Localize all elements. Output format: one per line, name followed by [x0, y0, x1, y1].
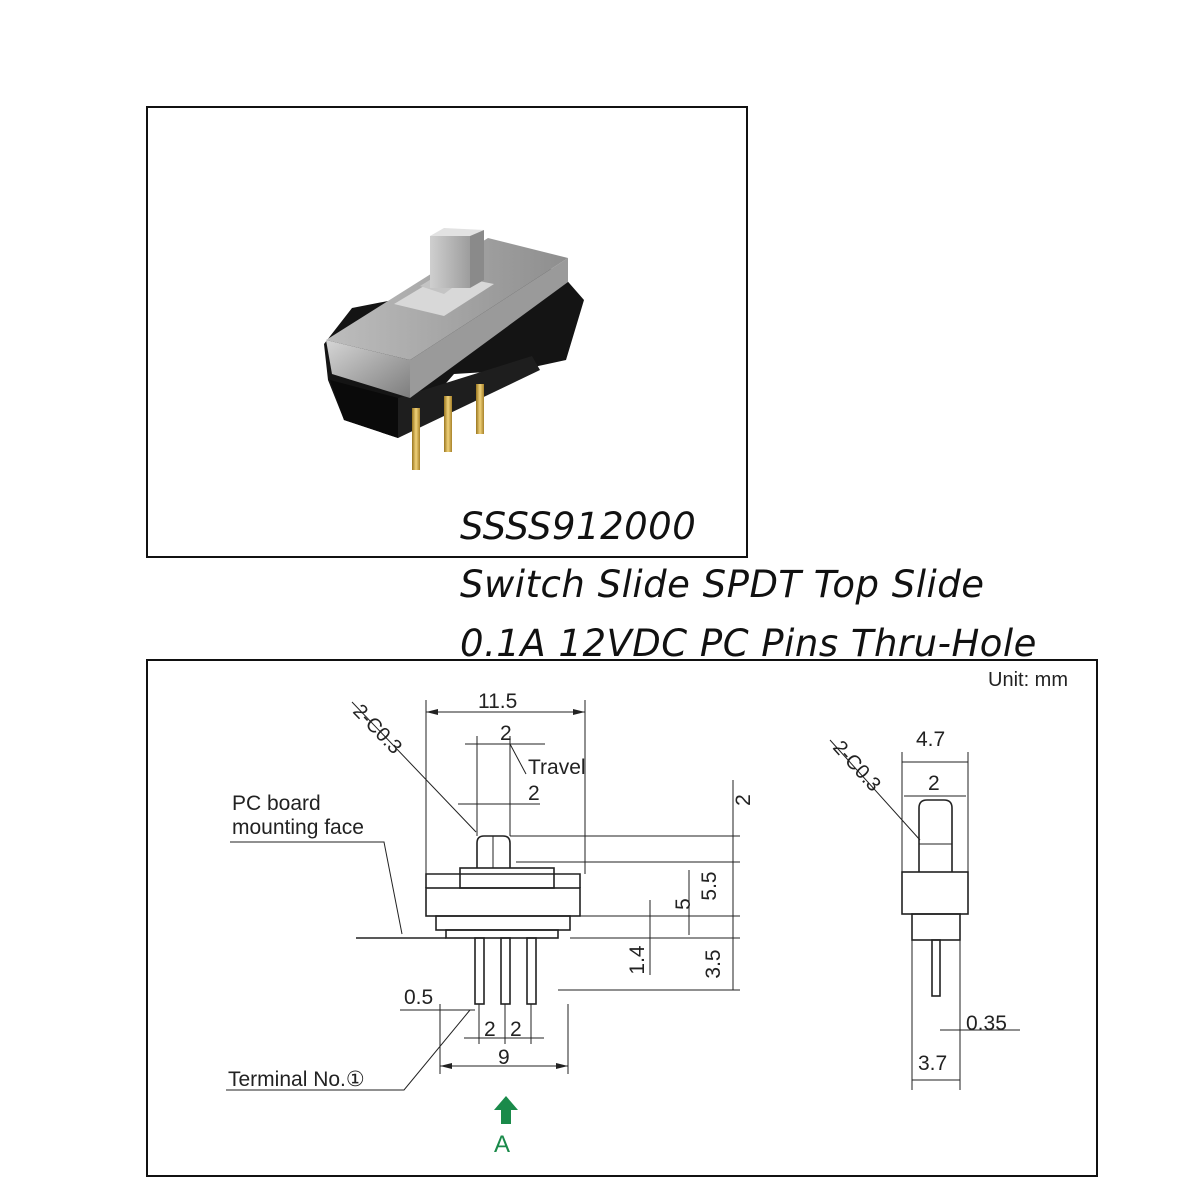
dim-knob-height: 2: [732, 794, 755, 806]
slide-knob: [430, 236, 470, 288]
slot-cover: [459, 867, 555, 889]
travel-label: Travel: [528, 756, 586, 779]
view-arrow-label: A: [494, 1131, 510, 1158]
pin-3: [476, 384, 484, 434]
dim-pitch-1: 2: [484, 1018, 496, 1041]
chamfer-leader-front: [351, 701, 477, 833]
terminal-leader: [226, 1009, 471, 1091]
dim-pin-thickness: 0.35: [966, 1012, 1007, 1035]
part-number: SSSS912000: [460, 505, 697, 548]
front-pin-2: [500, 937, 511, 1005]
product-photo-frame: [146, 106, 748, 558]
front-body: [425, 887, 581, 917]
body-top: [425, 873, 581, 888]
front-base-lower: [445, 929, 559, 939]
dim-pin-width: 0.5: [404, 986, 433, 1009]
product-photo: [324, 228, 584, 470]
dim-knob-travel: 2: [528, 782, 540, 805]
chamfer-leader-side: [829, 739, 921, 841]
pc-board-leader: [230, 841, 403, 935]
housing-side-face: [398, 356, 540, 438]
front-pin-3: [526, 937, 537, 1005]
dim-total-width: 11.5: [478, 690, 517, 713]
unit-label: Unit: mm: [988, 669, 1068, 691]
knob-top: [430, 228, 484, 236]
dim-side-width: 4.7: [916, 728, 945, 751]
view-arrow-icon: [494, 1096, 518, 1124]
dim-overall-height: 5.5: [698, 871, 721, 900]
front-pin-1: [474, 937, 485, 1005]
product-description-line2: 0.1A 12VDC PC Pins Thru-Hole: [460, 622, 1037, 665]
side-body: [901, 871, 969, 915]
chamfer-front-label: 2-C0.3: [348, 700, 406, 758]
housing-front-face: [330, 380, 398, 438]
pc-board-label-1: PC board: [232, 792, 321, 815]
dim-pin-span: 9: [498, 1046, 510, 1069]
dim-side-knob-width: 2: [928, 772, 940, 795]
dim-body-height: 5: [672, 898, 695, 910]
pin-1: [412, 408, 420, 470]
dim-standoff: 1.4: [626, 945, 649, 975]
side-knob: [918, 799, 953, 872]
product-description-line1: Switch Slide SPDT Top Slide: [460, 563, 985, 606]
knob-side: [470, 230, 484, 288]
dimension-drawing-frame: [146, 659, 1098, 1177]
dim-side-base-width: 3.7: [918, 1052, 947, 1075]
front-base: [435, 915, 571, 931]
dim-pitch-2: 2: [510, 1018, 522, 1041]
metal-cover-front: [326, 340, 410, 398]
dim-knob-width: 2: [500, 722, 512, 745]
chamfer-side-label: 2-C0.3: [828, 737, 885, 796]
terminal-label: Terminal No.①: [228, 1068, 365, 1091]
side-base: [911, 913, 961, 941]
side-pin: [931, 939, 941, 997]
metal-cover-side: [410, 258, 568, 398]
pin-2: [444, 396, 452, 452]
pc-board-label-2: mounting face: [232, 816, 364, 839]
dim-pin-length: 3.5: [702, 949, 725, 978]
